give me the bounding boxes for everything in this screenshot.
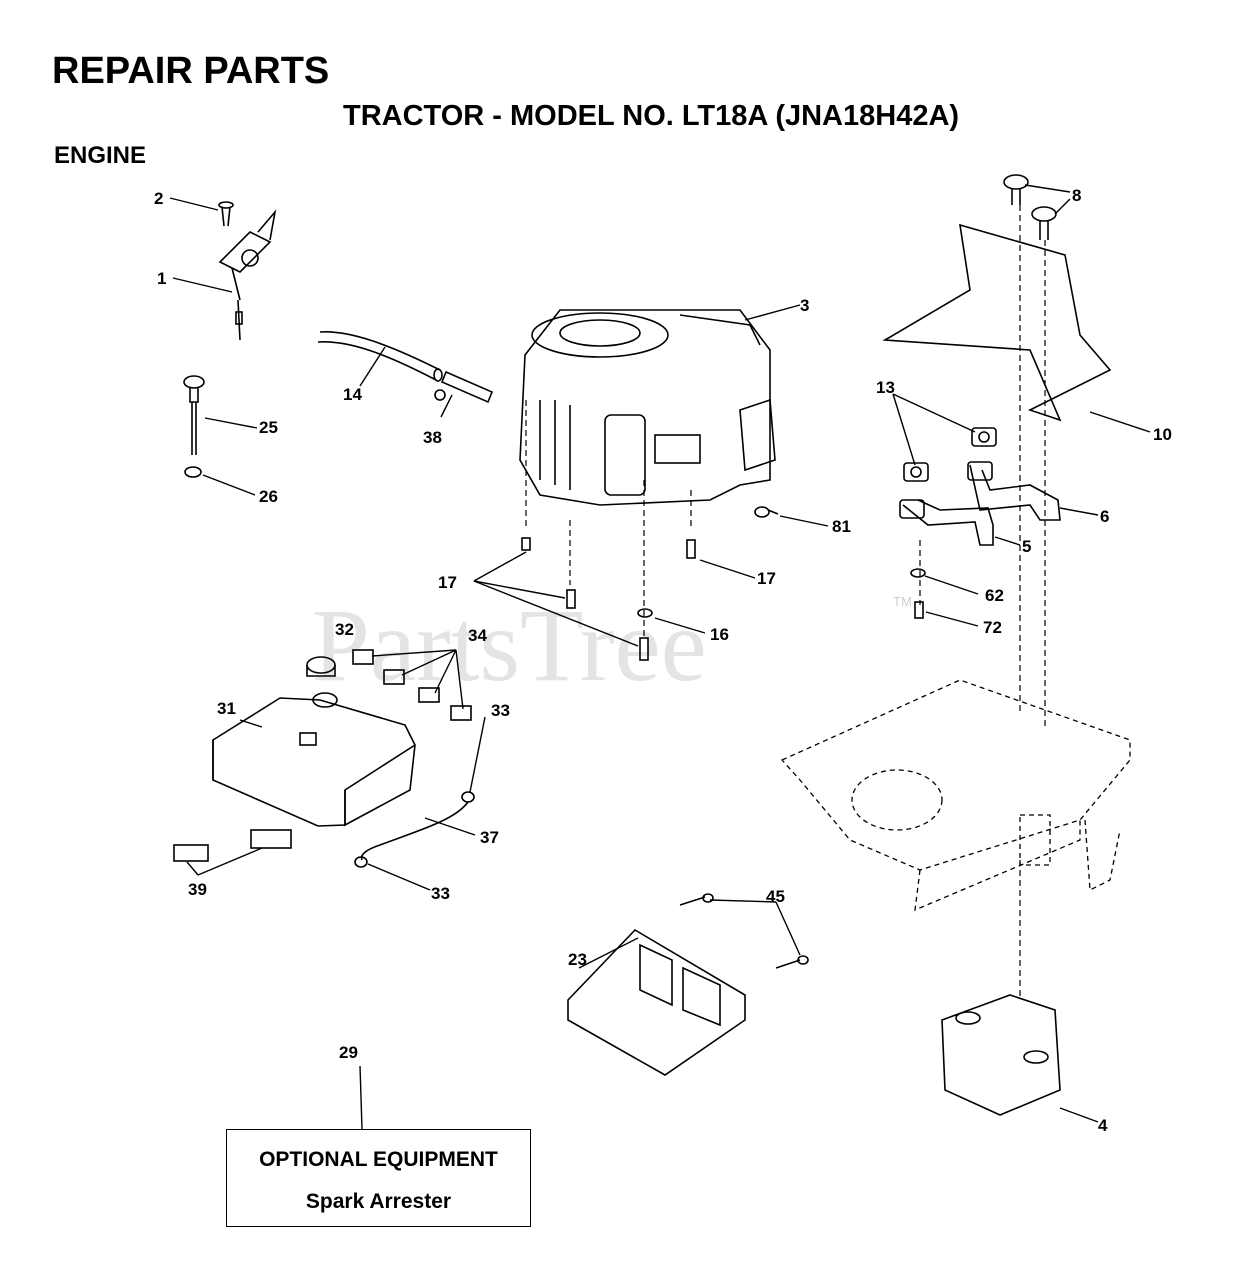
- washer-part-16: [637, 608, 653, 618]
- exhaust-pipes-part-5-6: [899, 461, 1061, 546]
- callout-37: 37: [480, 828, 499, 847]
- callout-14: 14: [343, 385, 362, 404]
- bolts-part-17: [521, 537, 696, 661]
- callout-5: 5: [1022, 537, 1031, 556]
- engine-part-3: [519, 309, 776, 506]
- optional-equipment-box: OPTIONAL EQUIPMENT Spark Arrester: [226, 1129, 531, 1227]
- callout-6: 6: [1100, 507, 1109, 526]
- callout-10: 10: [1153, 425, 1172, 444]
- callout-23: 23: [568, 950, 587, 969]
- callout-3: 3: [800, 296, 809, 315]
- callout-33-top: 33: [491, 701, 510, 720]
- watermark: PartsTree: [312, 588, 707, 703]
- callout-13: 13: [876, 378, 895, 397]
- model-subtitle: TRACTOR - MODEL NO. LT18A (JNA18H42A): [343, 100, 960, 132]
- callout-labels: 2 1 3 4 5 6 8 10 13 14 16 17 17 23 25 26…: [154, 186, 1172, 1135]
- callout-2: 2: [154, 189, 163, 208]
- section-title: ENGINE: [54, 142, 147, 169]
- frame: [780, 679, 1131, 912]
- callout-1: 1: [157, 269, 166, 288]
- callout-25: 25: [259, 418, 278, 437]
- callout-81: 81: [832, 517, 851, 536]
- screw-part-2: [218, 201, 234, 227]
- fuel-cap-part-32: [306, 656, 336, 677]
- fuel-filter-part-38: [434, 370, 494, 404]
- callout-34: 34: [468, 626, 487, 645]
- washer-part-62: [910, 568, 926, 578]
- callout-17-right: 17: [757, 569, 776, 588]
- throttle-control-part-1: [218, 209, 277, 341]
- shield-plate-part-23: [567, 928, 746, 1076]
- pads-part-39: [173, 829, 292, 862]
- callout-32: 32: [335, 620, 354, 639]
- screws-part-8: [1003, 174, 1057, 240]
- callout-45: 45: [766, 887, 785, 906]
- callout-8: 8: [1072, 186, 1081, 205]
- callout-31: 31: [217, 699, 236, 718]
- leader-lines: [169, 184, 1151, 1130]
- spark-arrester-label: Spark Arrester: [305, 1190, 452, 1213]
- watermark-tm: TM: [893, 594, 912, 609]
- muffler-part-4: [941, 994, 1061, 1116]
- callout-4: 4: [1098, 1116, 1108, 1135]
- fuel-tank-part-31: [212, 692, 417, 827]
- callout-26: 26: [259, 487, 278, 506]
- assembly-lines: [525, 205, 1046, 1000]
- screws-part-45: [679, 893, 809, 969]
- callout-62: 62: [985, 586, 1004, 605]
- pads-part-34: [352, 649, 472, 721]
- optional-equipment-title: OPTIONAL EQUIPMENT: [259, 1148, 498, 1171]
- callout-39: 39: [188, 880, 207, 899]
- washer-part-26: [184, 466, 202, 478]
- callout-72: 72: [983, 618, 1002, 637]
- heat-shield-part-10: [882, 223, 1112, 422]
- callout-16: 16: [710, 625, 729, 644]
- callout-29: 29: [339, 1043, 358, 1062]
- bolt-part-81: [754, 506, 779, 518]
- fuel-line-part-37: [354, 791, 475, 868]
- callout-33-bottom: 33: [431, 884, 450, 903]
- bolt-part-72: [914, 601, 924, 619]
- callout-17-left: 17: [438, 573, 457, 592]
- gaskets-part-13: [903, 427, 997, 482]
- dipstick-part-25: [183, 375, 205, 455]
- callout-38: 38: [423, 428, 442, 447]
- page-title: REPAIR PARTS: [52, 50, 330, 92]
- fuel-hose-part-14: [317, 331, 443, 382]
